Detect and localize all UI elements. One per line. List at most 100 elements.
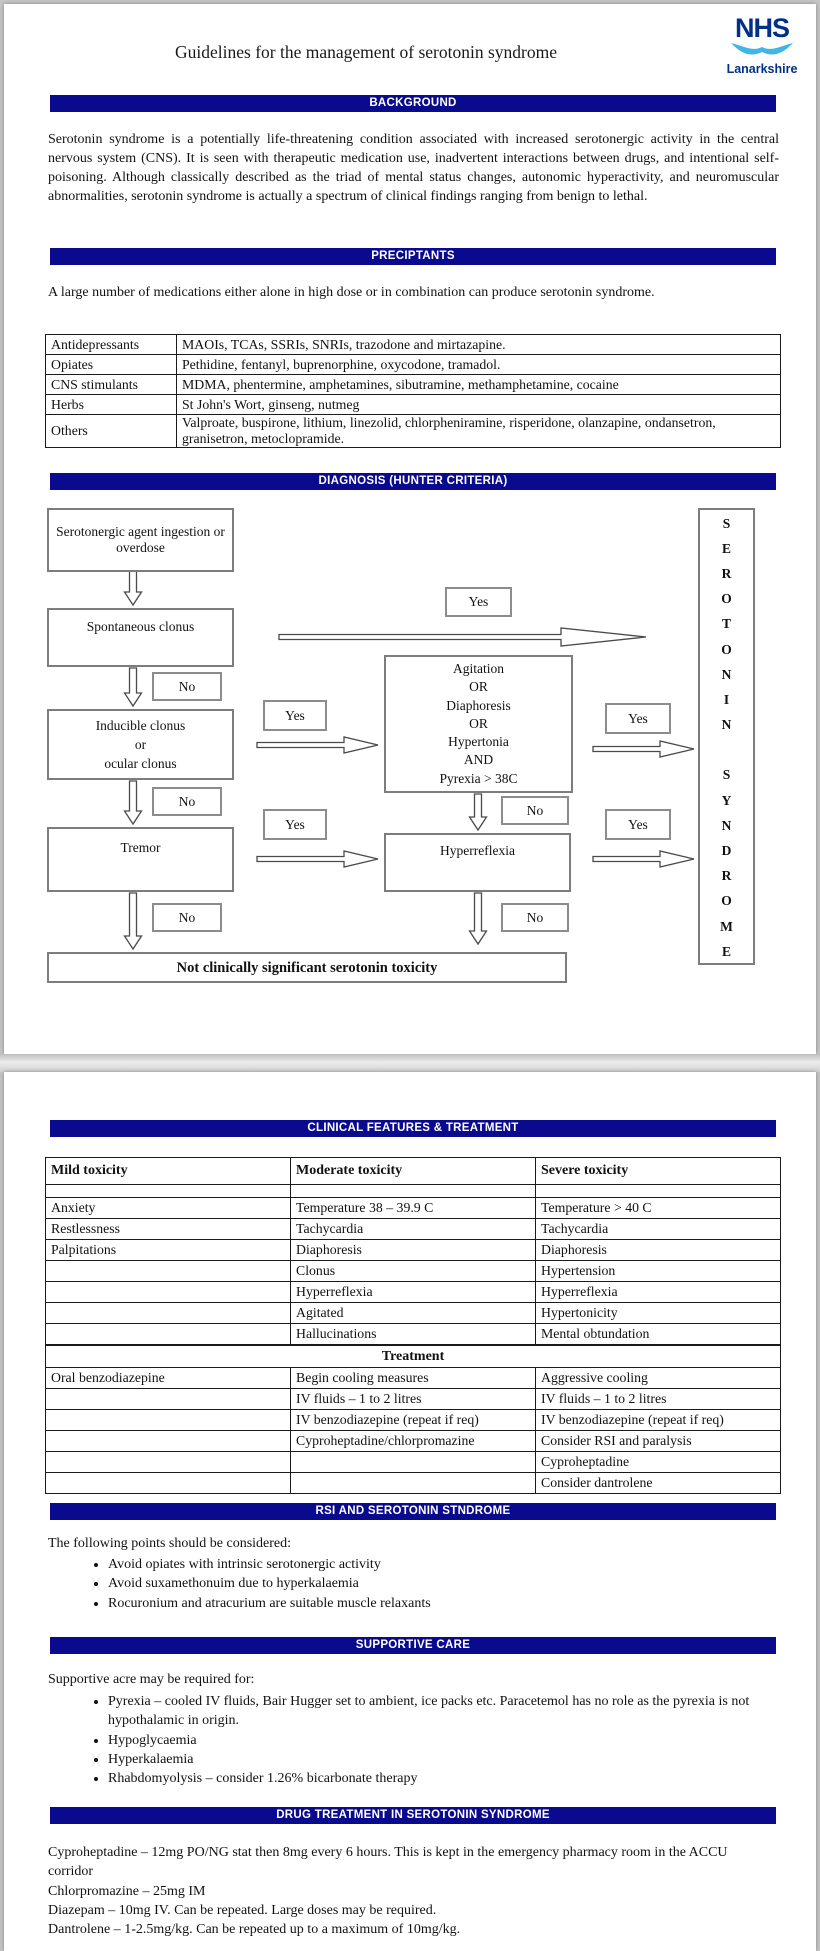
serotonin-syndrome-letter: M — [720, 918, 733, 934]
serotonin-syndrome-letter: N — [721, 717, 732, 733]
supportive-bullet-item: Hyperkalaemia — [108, 1750, 758, 1769]
rsi-bullet-item: Rocuronium and atracurium are suitable m… — [108, 1594, 758, 1613]
arrow-right-icon — [278, 627, 647, 647]
serotonin-syndrome-letter — [700, 738, 753, 763]
page-divider — [0, 1054, 820, 1072]
flowchart-box-line: Agitation — [452, 661, 504, 677]
supportive-bullet-item: Hypoglycaemia — [108, 1731, 758, 1750]
precipitants-intro: A large number of medications either alo… — [48, 285, 655, 300]
arrow-right-icon — [592, 850, 695, 868]
flowchart-no-box: No — [152, 903, 222, 932]
moderate-cell: Diaphoresis — [290, 1239, 536, 1261]
serotonin-syndrome-letter: S — [722, 767, 731, 783]
treatment-row: Cyproheptadine/chlorpromazine Consider R… — [45, 1430, 781, 1452]
serotonin-syndrome-letter: N — [721, 666, 732, 682]
flowchart-box-spontaneous-clonus: Spontaneous clonus — [47, 608, 234, 667]
treatment-header-row: Treatment — [45, 1345, 781, 1368]
column-header-moderate: Moderate toxicity — [290, 1157, 536, 1185]
clinical-features-table: Mild toxicity Moderate toxicity Severe t… — [45, 1157, 781, 1345]
severe-treatment-cell: IV fluids – 1 to 2 litres — [535, 1388, 781, 1410]
mild-cell: Palpitations — [45, 1239, 291, 1261]
clinical-header-row: Mild toxicity Moderate toxicity Severe t… — [45, 1157, 781, 1185]
treatment-table: Treatment Oral benzodiazepine Begin cool… — [45, 1345, 781, 1494]
section-header-background: BACKGROUND — [50, 95, 776, 112]
background-paragraph: Serotonin syndrome is a potentially life… — [48, 132, 779, 204]
mild-treatment-cell — [45, 1430, 291, 1452]
clinical-feature-row: Palpitations Diaphoresis Diaphoresis — [45, 1239, 781, 1261]
severe-treatment-cell: Cyproheptadine — [535, 1451, 781, 1473]
flowchart-box-hyperreflexia: Hyperreflexia — [384, 833, 571, 892]
supportive-bullet-list: Pyrexia – cooled IV fluids, Bair Hugger … — [48, 1692, 758, 1788]
precipitants-row: Others Valproate, buspirone, lithium, li… — [45, 414, 781, 448]
serotonin-syndrome-letter: R — [721, 868, 732, 884]
flowchart-yes-box: Yes — [263, 700, 327, 731]
precipitants-table: Antidepressants MAOIs, TCAs, SSRIs, SNRI… — [45, 334, 781, 448]
flowchart-box-line: Pyrexia > 38C — [439, 770, 518, 786]
serotonin-syndrome-letter: N — [721, 817, 732, 833]
treatment-title: Treatment — [45, 1345, 781, 1368]
flowchart-no-box: No — [152, 787, 222, 816]
flowchart-box-serotonergic-agent: Serotonergic agent ingestion or overdose — [47, 508, 234, 572]
severe-cell: Diaphoresis — [535, 1239, 781, 1261]
treatment-row: IV benzodiazepine (repeat if req) IV ben… — [45, 1409, 781, 1431]
severe-cell: Hypertonicity — [535, 1302, 781, 1324]
rsi-intro: The following points should be considere… — [48, 1536, 292, 1551]
nhs-logo-text: NHS — [734, 13, 790, 43]
section-header-clinical: CLINICAL FEATURES & TREATMENT — [50, 1120, 776, 1137]
clinical-feature-row: Anxiety Temperature 38 – 39.9 C Temperat… — [45, 1197, 781, 1219]
mild-cell: Anxiety — [45, 1197, 291, 1219]
flowchart-yes-box: Yes — [605, 703, 671, 734]
arrow-down-icon — [468, 892, 488, 946]
rsi-bullet-item: Avoid suxamethonuim due to hyperkalaemia — [108, 1574, 758, 1593]
mild-cell — [45, 1260, 291, 1282]
moderate-cell: Agitated — [290, 1302, 536, 1324]
clinical-feature-row: Restlessness Tachycardia Tachycardia — [45, 1218, 781, 1240]
drug-treatment-line: Diazepam – 10mg IV. Can be repeated. Lar… — [48, 1902, 437, 1918]
arrow-down-icon — [123, 570, 143, 607]
section-header-drug-treatment: DRUG TREATMENT IN SEROTONIN SYNDROME — [50, 1807, 776, 1824]
drug-treatment-line: Dantrolene – 1-2.5mg/kg. Can be repeated… — [48, 1922, 461, 1938]
treatment-row: IV fluids – 1 to 2 litres IV fluids – 1 … — [45, 1388, 781, 1410]
flowchart-yes-box: Yes — [263, 809, 327, 840]
supportive-bullet-item: Rhabdomyolysis – consider 1.26% bicarbon… — [108, 1769, 758, 1788]
precipitant-category: Herbs — [45, 394, 177, 415]
flowchart-no-box: No — [501, 796, 569, 825]
serotonin-syndrome-letter: E — [721, 540, 731, 556]
arrow-right-icon — [256, 850, 379, 868]
rsi-bullet-list: Avoid opiates with intrinsic serotonergi… — [48, 1555, 758, 1613]
moderate-cell: Clonus — [290, 1260, 536, 1282]
mild-treatment-cell — [45, 1409, 291, 1431]
severe-cell: Hypertension — [535, 1260, 781, 1282]
treatment-row: Cyproheptadine — [45, 1451, 781, 1473]
severe-treatment-cell: Consider RSI and paralysis — [535, 1430, 781, 1452]
clinical-feature-row: Hallucinations Mental obtundation — [45, 1323, 781, 1345]
severe-treatment-cell: IV benzodiazepine (repeat if req) — [535, 1409, 781, 1431]
flowchart-box-line: OR — [469, 679, 488, 695]
rsi-bullet-item: Avoid opiates with intrinsic serotonergi… — [108, 1555, 758, 1574]
nhs-logo: NHS Lanarkshire — [718, 14, 806, 76]
drug-treatment-lines: Cyproheptadine – 12mg PO/NG stat then 8m… — [48, 1843, 738, 1939]
treatment-row: Consider dantrolene — [45, 1472, 781, 1494]
flowchart-yes-box: Yes — [445, 587, 512, 617]
mild-treatment-cell — [45, 1388, 291, 1410]
supportive-intro: Supportive acre may be required for: — [48, 1672, 255, 1687]
moderate-treatment-cell: Begin cooling measures — [290, 1367, 536, 1389]
severe-cell: Tachycardia — [535, 1218, 781, 1240]
serotonin-syndrome-letter: R — [721, 565, 732, 581]
clinical-feature-row: Agitated Hypertonicity — [45, 1302, 781, 1324]
flowchart-box-line: ocular clonus — [104, 756, 177, 771]
precipitant-category: CNS stimulants — [45, 374, 177, 395]
mild-treatment-cell: Oral benzodiazepine — [45, 1367, 291, 1389]
arrow-down-icon — [123, 892, 143, 951]
section-header-rsi: RSI AND SEROTONIN STNDROME — [50, 1503, 776, 1520]
moderate-treatment-cell — [290, 1451, 536, 1473]
flowchart-box-line: AND — [463, 752, 494, 768]
serotonin-syndrome-letter: S — [722, 515, 731, 531]
document-page-1: NHS Lanarkshire Guidelines for the manag… — [4, 4, 816, 1054]
flowchart-box-line: Inducible clonus — [95, 718, 186, 733]
flowchart-yes-box: Yes — [605, 809, 671, 840]
flowchart-no-box: No — [501, 903, 569, 932]
moderate-cell: Hallucinations — [290, 1323, 536, 1345]
moderate-treatment-cell: Cyproheptadine/chlorpromazine — [290, 1430, 536, 1452]
